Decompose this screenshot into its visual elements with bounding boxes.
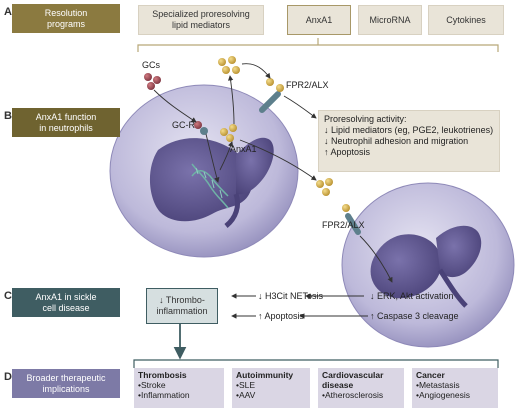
implication-cancer: Cancer •Metastasis •Angiogenesis: [412, 368, 498, 408]
proresolving-item: ↑ Apoptosis: [324, 147, 371, 157]
label-fpr2-top: FPR2/ALX: [286, 80, 329, 90]
label-netosis: ↓ H3Cit NETosis: [258, 291, 324, 301]
fpr2-receptor-top: [259, 91, 281, 113]
section-c-label: AnxA1 in sickle cell disease: [12, 288, 120, 317]
section-letter-a: A: [4, 6, 12, 18]
proresolving-box: Proresolving activity: ↓ Lipid mediators…: [318, 110, 500, 172]
program-cytokines: Cytokines: [428, 5, 504, 35]
neutrophil-top: [109, 84, 299, 258]
implication-autoimmunity: Autoimmunity •SLE •AAV: [232, 368, 310, 408]
label-gcr: GC-R: [172, 120, 195, 130]
label-apoptosis: ↑ Apoptosis: [258, 311, 305, 321]
label-fpr2-bottom: FPR2/ALX: [322, 220, 365, 230]
label-anxa1: AnxA1: [230, 144, 257, 154]
section-a-label: Resolution programs: [12, 4, 120, 33]
proresolving-item: ↓ Lipid mediators (eg, PGE2, leukotriene…: [324, 125, 494, 135]
program-bracket: [137, 44, 499, 52]
neutrophil-bottom: [341, 182, 515, 348]
implications-bracket: [133, 359, 499, 368]
section-d-label: Broader therapeutic implications: [12, 369, 120, 398]
label-caspase: ↑ Caspase 3 cleavage: [370, 311, 459, 321]
section-letter-c: C: [4, 290, 12, 302]
label-erk-akt: ↓ ERK, Akt activation: [370, 291, 454, 301]
proresolving-item: ↓ Neutrophil adhesion and migration: [324, 136, 469, 146]
proresolving-title: Proresolving activity:: [324, 114, 407, 124]
section-letter-b: B: [4, 110, 12, 122]
fpr2-receptor-bottom: [345, 213, 361, 235]
implication-cardiovascular: Cardiovascular disease •Atherosclerosis: [318, 368, 404, 408]
section-b-label: AnxA1 function in neutrophils: [12, 108, 120, 137]
implication-thrombosis: Thrombosis •Stroke •Inflammation: [134, 368, 224, 408]
program-anxa1: AnxA1: [287, 5, 351, 35]
thromboinflammation-box: ↓ Thrombo- inflammation: [146, 288, 218, 324]
program-microrna: MicroRNA: [358, 5, 422, 35]
program-spm: Specialized proresolving lipid mediators: [138, 5, 264, 35]
section-letter-d: D: [4, 371, 12, 383]
label-gcs: GCs: [142, 60, 160, 70]
